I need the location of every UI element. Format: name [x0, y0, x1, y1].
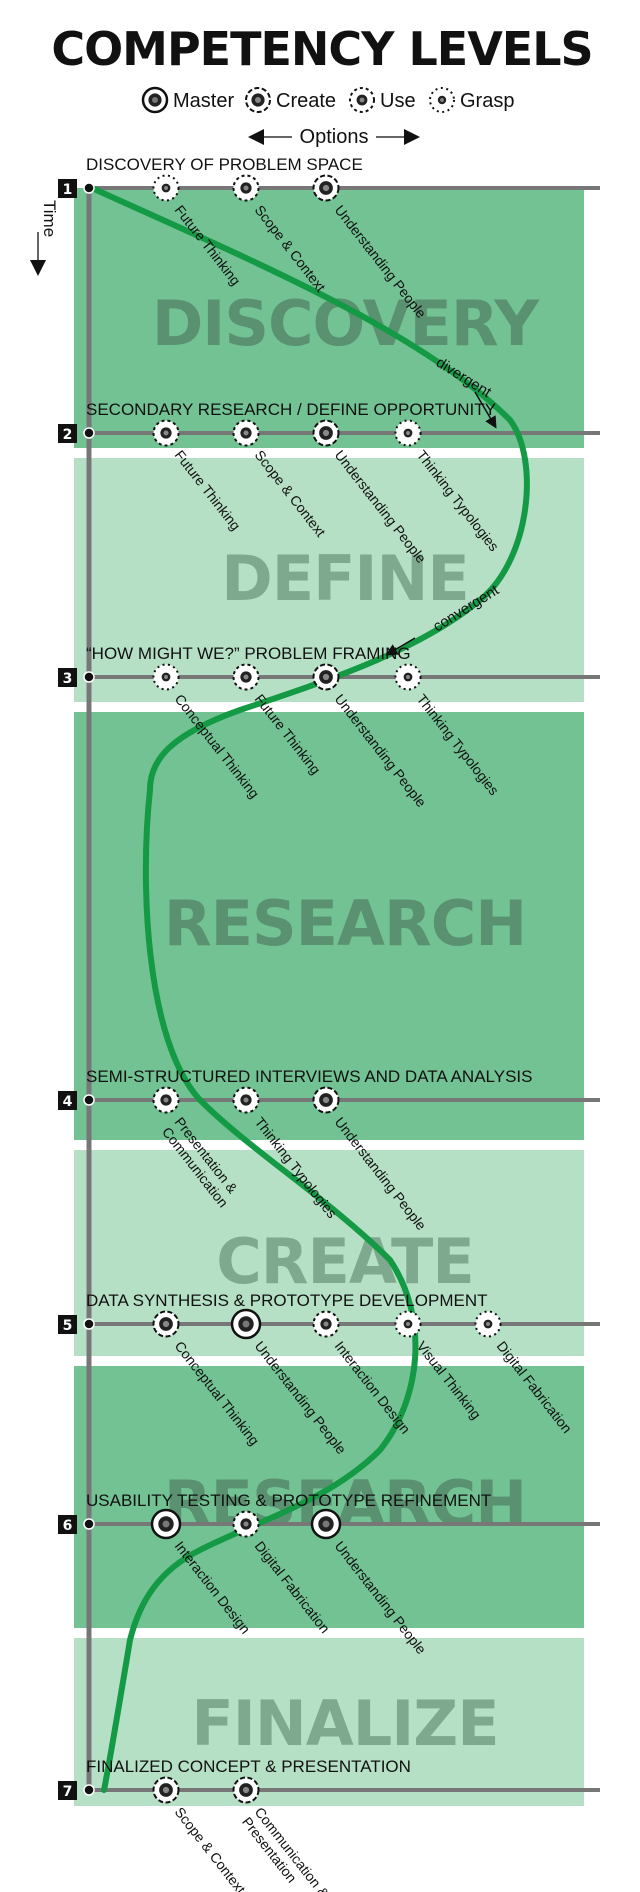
create-level-icon	[152, 1776, 180, 1804]
convergent-arrow	[385, 637, 416, 656]
use-level-icon	[349, 87, 375, 113]
phase-label: DISCOVERY	[152, 287, 540, 360]
phase-label: FINALIZE	[191, 1687, 498, 1760]
step-title: DISCOVERY OF PROBLEM SPACE	[86, 155, 363, 174]
step-number: 5	[63, 1318, 73, 1334]
step-number: 3	[63, 671, 73, 687]
create-level-icon	[152, 1310, 180, 1338]
create-level-icon	[312, 174, 340, 202]
step-title: DATA SYNTHESIS & PROTOTYPE DEVELOPMENT	[86, 1291, 487, 1310]
use-level-icon	[152, 419, 180, 447]
phase-label: DEFINE	[221, 542, 468, 615]
phase-band	[74, 188, 584, 448]
grasp-level-icon	[394, 1310, 422, 1338]
create-level-icon	[232, 1776, 260, 1804]
use-level-icon	[232, 1510, 260, 1538]
phase-define: DEFINE	[74, 458, 584, 702]
legend-label: Create	[276, 90, 336, 112]
timeline-node	[83, 427, 95, 439]
step-number: 2	[63, 427, 73, 443]
master-level-icon	[310, 1508, 342, 1540]
step-title: SEMI-STRUCTURED INTERVIEWS AND DATA ANAL…	[86, 1067, 532, 1086]
competency-label: Communication &Presentation	[239, 1804, 333, 1892]
use-level-icon	[312, 1310, 340, 1338]
use-level-icon	[232, 419, 260, 447]
divergent-arrow	[474, 391, 497, 429]
step-number-box	[58, 668, 77, 687]
step-number-box	[58, 424, 77, 443]
use-level-icon	[232, 1086, 260, 1114]
grasp-level-icon	[394, 419, 422, 447]
step-title: FINALIZED CONCEPT & PRESENTATION	[86, 1757, 411, 1776]
step-number-box	[58, 179, 77, 198]
legend-item-master: Master	[141, 86, 234, 114]
step-title: SECONDARY RESEARCH / DEFINE OPPORTUNITY	[86, 400, 496, 419]
timeline-node	[83, 182, 95, 194]
step-number-box	[58, 1091, 77, 1110]
legend-label: Master	[173, 90, 234, 112]
use-level-icon	[232, 663, 260, 691]
step-number: 6	[63, 1518, 73, 1534]
master-level-icon	[230, 1308, 262, 1340]
time-label: Time	[40, 200, 59, 237]
legend-item-use: Use	[349, 87, 416, 113]
legend-item-grasp: Grasp	[429, 87, 514, 113]
phase-research: RESEARCH	[74, 712, 584, 1140]
legend-label: Grasp	[460, 90, 514, 112]
diagram-title: COMPETENCY LEVELS	[51, 22, 592, 76]
phase-discovery: DISCOVERY	[74, 188, 584, 448]
step-number-box	[58, 1515, 77, 1534]
timeline-node	[83, 1784, 95, 1796]
grasp-level-icon	[152, 174, 180, 202]
phase-bands: DISCOVERYDEFINERESEARCHCREATERESEARCHFIN…	[74, 188, 584, 1806]
time-axis: Time	[30, 200, 59, 276]
grasp-level-icon	[152, 663, 180, 691]
legend-item-create: Create	[245, 87, 336, 113]
step-number: 4	[63, 1094, 73, 1110]
legend: Master Create Use Grasp	[141, 86, 514, 114]
create-level-icon	[312, 1086, 340, 1114]
step-number: 7	[63, 1784, 73, 1800]
master-level-icon	[150, 1508, 182, 1540]
timeline-node	[83, 1094, 95, 1106]
step-number-box	[58, 1315, 77, 1334]
phase-band	[74, 712, 584, 1140]
timeline-node	[83, 1318, 95, 1330]
create-level-icon	[312, 419, 340, 447]
competency-label: Scope & Context	[172, 1804, 249, 1892]
legend-label: Use	[380, 90, 416, 112]
phase-label: RESEARCH	[164, 887, 526, 960]
create-level-icon	[312, 663, 340, 691]
create-level-icon	[245, 87, 271, 113]
use-level-icon	[232, 174, 260, 202]
timeline-node	[83, 1518, 95, 1530]
options-axis: Options	[248, 126, 420, 148]
phase-label: CREATE	[216, 1225, 473, 1298]
step-number-box	[58, 1781, 77, 1800]
grasp-level-icon	[394, 663, 422, 691]
step-number: 1	[63, 182, 73, 198]
grasp-level-icon	[474, 1310, 502, 1338]
phase-band	[74, 1638, 584, 1806]
design-process-curve	[89, 185, 530, 1793]
options-label: Options	[300, 126, 369, 148]
competency-label-line: Scope & Context	[172, 1804, 249, 1892]
grasp-level-icon	[429, 87, 455, 113]
master-level-icon	[141, 86, 169, 114]
use-level-icon	[152, 1086, 180, 1114]
step-title: “HOW MIGHT WE?” PROBLEM FRAMING	[86, 644, 411, 663]
phase-finalize: FINALIZE	[74, 1638, 584, 1806]
step-title: USABILITY TESTING & PROTOTYPE REFINEMENT	[86, 1491, 491, 1510]
timeline-node	[83, 671, 95, 683]
